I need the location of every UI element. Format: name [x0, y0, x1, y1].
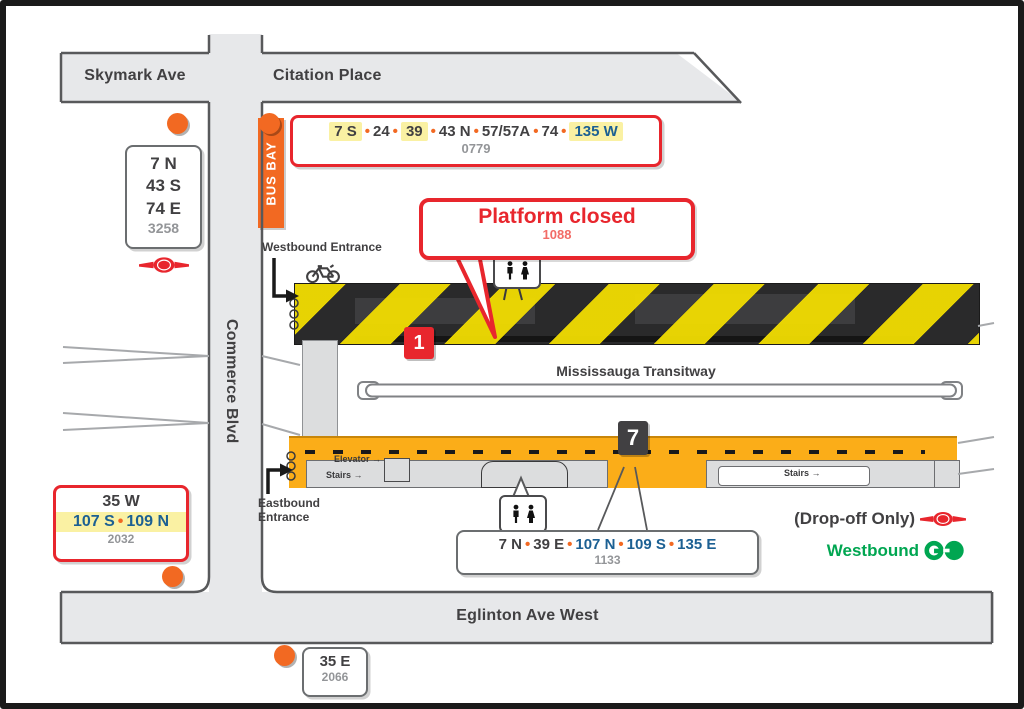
street-label-commerce: Commerce Blvd [223, 318, 240, 444]
stop-box-3258: 7 N 43 S 74 E 3258 [125, 145, 202, 249]
female-figure [520, 261, 529, 280]
stop-id: 3258 [147, 220, 180, 237]
route-separator-dot [118, 513, 124, 531]
citation-street-band [262, 53, 741, 102]
route-24: 24 [372, 123, 390, 140]
route-separator-dot [525, 536, 530, 553]
route-43s: 43 S [146, 176, 181, 196]
bus-stop-dot [274, 645, 295, 666]
route-separator-dot [567, 536, 572, 553]
street-label-eglinton: Eglinton Ave West [456, 607, 599, 624]
ttc-logo [139, 257, 189, 273]
skymark-street-band [61, 53, 209, 102]
route-107s: 107 S [72, 513, 115, 530]
stop-id: 1133 [594, 553, 621, 567]
route-107n: 107 N [575, 536, 616, 553]
dropoff-note: (Drop-off Only) [741, 509, 966, 529]
callout-stop-id: 1088 [542, 227, 572, 242]
route-39: 39 [400, 122, 428, 141]
route-35e: 35 E [319, 653, 351, 670]
street-label-skymark: Skymark Ave [84, 67, 186, 84]
bus-stop-dot [167, 113, 188, 134]
street-label-citation: Citation Place [273, 67, 382, 84]
male-figure [512, 504, 519, 523]
westbound-label: Westbound [826, 540, 919, 560]
transitway-label: Mississauga Transitway [556, 363, 716, 379]
bus-bay-marker: BUS BAY [258, 118, 284, 228]
route-7n: 7 N [498, 536, 522, 553]
route-separator-dot [431, 123, 436, 140]
stairs-right-outline [934, 460, 960, 488]
closed-platform-1 [294, 283, 980, 345]
route-43n: 43 N [438, 123, 471, 140]
closed-platform-number-badge: 1 [404, 327, 434, 359]
platform-number-badge: 7 [618, 421, 648, 455]
route-109n: 109 N [126, 513, 170, 530]
route-135w: 135 W [569, 122, 623, 141]
ttc-logo [920, 511, 966, 527]
elevator-label: Elevator [334, 454, 381, 464]
stop-box-2032: 35 W 107 S 109 N 2032 [53, 485, 189, 562]
stop-box-2066: 35 E 2066 [302, 647, 368, 697]
platform-closed-callout: Platform closed 1088 [419, 198, 695, 260]
route-35w: 35 W [102, 493, 140, 510]
bus-bay-label: BUS BAY [263, 140, 279, 206]
route-separator-dot [393, 123, 398, 140]
go-transit-logo [924, 540, 964, 561]
bicycle-parking-icon [306, 264, 340, 284]
callout-title: Platform closed [478, 205, 636, 228]
eastbound-entrance-label: Eastbound Entrance [258, 496, 320, 525]
route-separator-dot [533, 123, 538, 140]
commerce-street-band [209, 34, 262, 643]
transitway-guideway [357, 381, 963, 400]
route-separator-dot [561, 123, 566, 140]
bus-stop-dot [162, 566, 183, 587]
stop-id: 0779 [461, 141, 491, 156]
route-39e: 39 E [533, 536, 565, 553]
route-57-57a: 57/57A [481, 123, 531, 140]
elevator-shaft [384, 458, 410, 482]
stop-box-0779: 7 S 24 39 43 N 57/57A 74 135 W 0779 [290, 115, 662, 167]
platform-connector-corridor [302, 340, 338, 442]
stop-box-1133: 7 N 39 E 107 N 109 S 135 E 1133 [456, 530, 759, 575]
stop-id: 2066 [321, 670, 349, 684]
route-7n: 7 N [150, 154, 177, 173]
restroom-icon [499, 495, 547, 533]
route-separator-dot [618, 536, 623, 553]
westbound-entrance-label: Westbound Entrance [262, 240, 382, 254]
route-74: 74 [541, 123, 559, 140]
route-separator-dot [669, 536, 674, 553]
route-separator-dot [474, 123, 479, 140]
route-135e: 135 E [677, 536, 717, 553]
shelter-outline [481, 461, 568, 488]
westbound-go-note: Westbound [741, 540, 966, 561]
route-7s: 7 S [329, 122, 362, 141]
bus-stop-dot [259, 113, 280, 134]
westbound-entrance-arrow [272, 258, 286, 298]
stairs-left-label: Stairs [326, 470, 363, 480]
route-109s: 109 S [626, 536, 666, 553]
stairs-right-label: Stairs [784, 468, 821, 478]
dropoff-label: (Drop-off Only) [794, 509, 915, 528]
route-74e: 74 E [146, 198, 181, 218]
eastbound-entrance-arrow [266, 468, 280, 494]
female-figure [526, 504, 535, 523]
eglinton-street-band [61, 592, 994, 643]
male-figure [506, 261, 513, 280]
stop-id: 2032 [107, 532, 135, 546]
platform-edge-markings [305, 450, 925, 454]
route-separator-dot [365, 123, 370, 140]
